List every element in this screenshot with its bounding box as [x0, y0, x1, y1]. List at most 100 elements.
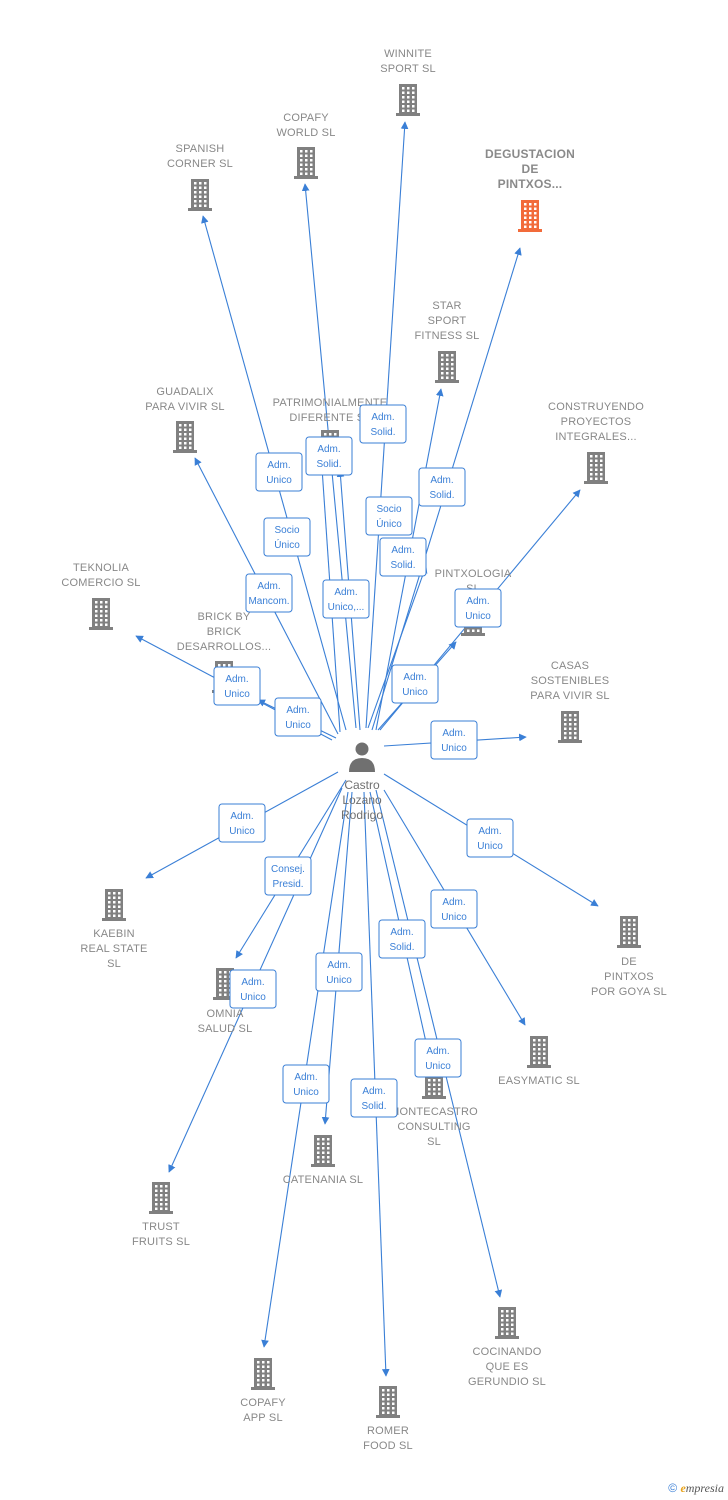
- company-label: PINTXOLOGIA: [435, 568, 512, 580]
- company-label: KAEBIN: [93, 928, 135, 940]
- company-label: WINNITE: [384, 48, 432, 60]
- edge-label-text: Único: [376, 517, 402, 530]
- edge-label-text: Consej.: [271, 864, 305, 875]
- edge-label-text: Unico: [441, 912, 467, 923]
- edge-label-text: Adm.: [371, 412, 394, 423]
- edge-label-text: Adm.: [430, 475, 453, 486]
- company-label: GUADALIX: [156, 386, 214, 398]
- company-label: STAR: [432, 300, 461, 312]
- company-node-spanish-corner[interactable]: SPANISH CORNER SL: [167, 143, 233, 211]
- edge-label-text: Solid.: [390, 560, 415, 571]
- building-icon: [173, 421, 197, 453]
- edge-label-box: [245, 573, 293, 613]
- edge-label-text: Solid.: [361, 1101, 386, 1112]
- company-label: POR GOYA SL: [591, 986, 667, 998]
- edge-label[interactable]: Adm.Unico: [274, 697, 322, 737]
- company-label: WORLD SL: [276, 127, 335, 139]
- edge-label-box: [414, 1038, 462, 1078]
- building-icon: [376, 1386, 400, 1418]
- company-node-easymatic[interactable]: EASYMATIC SL: [498, 1036, 580, 1087]
- edge-label-text: Adm.: [267, 460, 290, 471]
- edge-label[interactable]: Adm.Unico,...: [322, 579, 370, 619]
- company-node-degustacion[interactable]: DEGUSTACIONDEPINTXOS...: [485, 147, 575, 232]
- company-label: APP SL: [243, 1412, 283, 1424]
- edge-label[interactable]: Adm.Solid.: [359, 404, 407, 444]
- edge-label[interactable]: Adm.Solid.: [378, 919, 426, 959]
- edge-label-text: Adm.: [478, 826, 501, 837]
- company-label: BRICK BY: [198, 611, 251, 623]
- edge-label-text: Adm.: [403, 672, 426, 683]
- edge-label[interactable]: Adm.Solid.: [305, 436, 353, 476]
- company-label: COPAFY: [240, 1397, 286, 1409]
- edge-label-text: Socio: [376, 504, 401, 515]
- edge-label[interactable]: Adm.Mancom.: [245, 573, 293, 613]
- company-label: CONSTRUYENDO: [548, 401, 644, 413]
- company-label: CORNER SL: [167, 158, 233, 170]
- edge-label-text: Adm.: [327, 960, 350, 971]
- edge-label-box: [264, 856, 312, 896]
- company-label: SALUD SL: [198, 1023, 253, 1035]
- edge-label-box: [454, 588, 502, 628]
- edge-label-text: Adm.: [257, 581, 280, 592]
- company-label: BRICK: [207, 626, 242, 638]
- company-label: PARA VIVIR SL: [145, 401, 224, 413]
- company-label: PINTXOS: [604, 971, 654, 983]
- edge-label-box: [378, 919, 426, 959]
- edge-label-text: Unico,...: [328, 602, 365, 613]
- edge-label-box: [359, 404, 407, 444]
- company-label: ROMER: [367, 1425, 409, 1437]
- edge-label-box: [213, 666, 261, 706]
- company-label: CONSULTING: [397, 1121, 470, 1133]
- edge-label-box: [305, 436, 353, 476]
- edge-label[interactable]: Adm. Unico: [213, 666, 261, 706]
- edge-label[interactable]: Adm.Unico: [391, 664, 439, 704]
- brand-logo[interactable]: empresia: [680, 1481, 724, 1495]
- company-node-copafy-app[interactable]: COPAFY APP SL: [240, 1358, 286, 1424]
- edge-label-text: Adm.: [362, 1086, 385, 1097]
- edge-label-text: Adm.: [230, 811, 253, 822]
- edge-label[interactable]: Adm.Unico: [315, 952, 363, 992]
- edge-label[interactable]: Adm.Unico: [282, 1064, 330, 1104]
- company-label: QUE ES: [486, 1361, 529, 1373]
- company-node-catenania[interactable]: CATENANIA SL: [283, 1135, 363, 1186]
- edge-label-text: Unico: [224, 689, 250, 700]
- edge-label-text: Solid.: [429, 490, 454, 501]
- edge-label-text: Adm.: [390, 927, 413, 938]
- company-node-construyendo[interactable]: CONSTRUYENDOPROYECTOSINTEGRALES...: [548, 401, 644, 484]
- edge-label[interactable]: Adm.Unico: [218, 803, 266, 843]
- edge-label-box: [350, 1078, 398, 1118]
- edge-label[interactable]: Adm.Unico: [430, 889, 478, 929]
- edge-label[interactable]: Adm.Unico: [430, 720, 478, 760]
- edge-label[interactable]: Adm. Solid.: [350, 1078, 398, 1118]
- person-name: Castro: [344, 778, 380, 792]
- edge-label[interactable]: Adm.Unico: [466, 818, 514, 858]
- edge-label[interactable]: Adm.Unico: [255, 452, 303, 492]
- edge-label[interactable]: Adm.Unico: [414, 1038, 462, 1078]
- edge-label[interactable]: Adm.Solid.: [379, 537, 427, 577]
- company-label: SPANISH: [176, 143, 225, 155]
- edge-label[interactable]: Adm. Solid.: [418, 467, 466, 507]
- edge-label[interactable]: Adm.Unico: [229, 969, 277, 1009]
- edge-socio-unico-2: [367, 565, 428, 729]
- edge-label[interactable]: Adm.Unico: [454, 588, 502, 628]
- edge-label-text: Adm.: [225, 674, 248, 685]
- company-node-guadalix[interactable]: GUADALIX PARA VIVIR SL: [145, 386, 225, 453]
- edge-label[interactable]: Consej.Presid.: [264, 856, 312, 896]
- person-icon: [349, 742, 375, 772]
- building-icon: [617, 916, 641, 948]
